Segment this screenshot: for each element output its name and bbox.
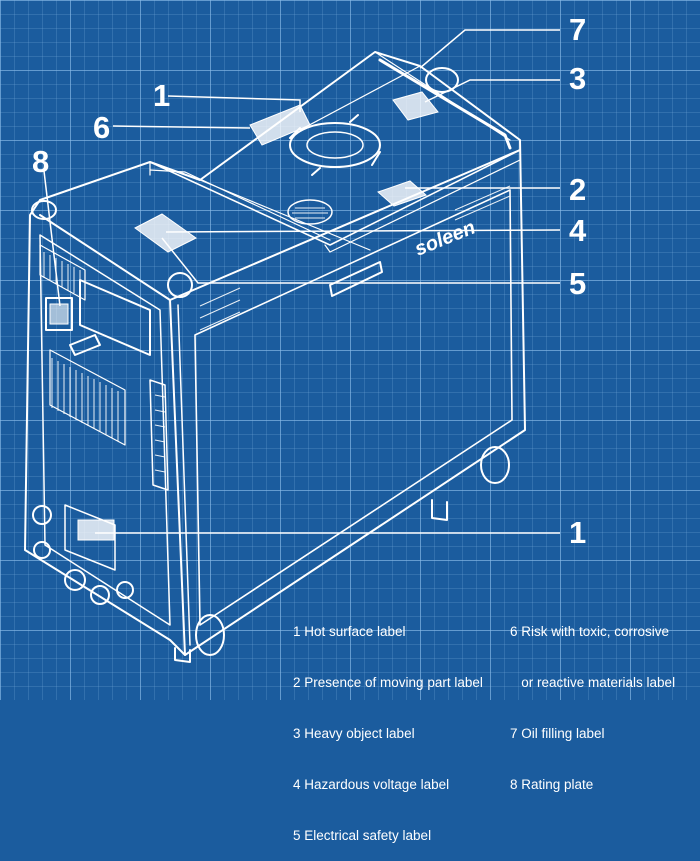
label-moving-part [377, 180, 427, 207]
callout-1-top: 1 [153, 78, 171, 113]
label-hot-surface-top [249, 104, 311, 146]
leader-3 [424, 79, 560, 103]
top-flange [289, 122, 381, 168]
foot-right [431, 499, 448, 521]
brand-text: soleen [412, 217, 479, 261]
leader-7 [419, 29, 560, 69]
leader-4 [165, 229, 561, 233]
callout-8: 8 [32, 144, 50, 179]
callout-5: 5 [569, 266, 587, 301]
legend-item: 6 Risk with toxic, corrosive [510, 624, 670, 639]
legend-item: or reactive materials label [510, 675, 676, 690]
label-heavy-object [392, 91, 439, 121]
pump-diagram: soleen [24, 29, 561, 663]
leader-1-top [167, 95, 301, 112]
leader-6 [112, 125, 251, 129]
callout-1-bottom: 1 [569, 515, 587, 550]
legend-item: 7 Oil filling label [510, 726, 605, 741]
wheel-rear [480, 446, 510, 484]
lifting-eye-left [31, 200, 57, 220]
lifting-eye-rear [425, 67, 459, 93]
front-handle [329, 261, 383, 297]
callout-3: 3 [569, 61, 587, 96]
label-hot-surface-bottom [77, 519, 115, 541]
front-panel [194, 189, 513, 626]
callout-7: 7 [569, 12, 587, 47]
rating-plate-marks [49, 303, 69, 325]
legend-item: 2 Presence of moving part label [293, 675, 483, 690]
side-panel [39, 234, 171, 626]
side-grille-upper [39, 244, 86, 301]
front-left-edge [169, 299, 186, 656]
callout-6: 6 [93, 110, 111, 145]
foot-left [174, 647, 191, 663]
legend-item: 4 Hazardous voltage label [293, 777, 450, 792]
round-vent [287, 199, 333, 225]
leader-8 [43, 170, 61, 307]
connector-block [79, 279, 151, 356]
fitting-3 [64, 569, 86, 591]
lifting-eye-front [167, 272, 193, 298]
legend-item: 3 Heavy object label [293, 726, 415, 741]
legend-item: 1 Hot surface label [293, 624, 406, 639]
fitting-1 [32, 505, 52, 525]
side-grille-lower [49, 349, 126, 446]
fitting-4 [90, 585, 110, 605]
label-hazardous-voltage [134, 213, 197, 253]
callout-2: 2 [569, 172, 587, 207]
legend-item: 5 Electrical safety label [293, 828, 432, 843]
fitting-2 [33, 541, 51, 559]
machine-outline [24, 51, 526, 656]
leader-5 [161, 237, 560, 284]
handle-rail [378, 58, 512, 150]
blueprint-stage: soleen 1 6 7 3 8 2 4 5 1 1 Hot surface l… [0, 0, 700, 843]
callout-4: 4 [569, 213, 587, 248]
wheel-front [195, 614, 225, 656]
legend-left: 1 Hot surface label 2 Presence of moving… [293, 589, 483, 861]
legend-item: 8 Rating plate [510, 777, 594, 792]
fitting-5 [116, 581, 134, 599]
